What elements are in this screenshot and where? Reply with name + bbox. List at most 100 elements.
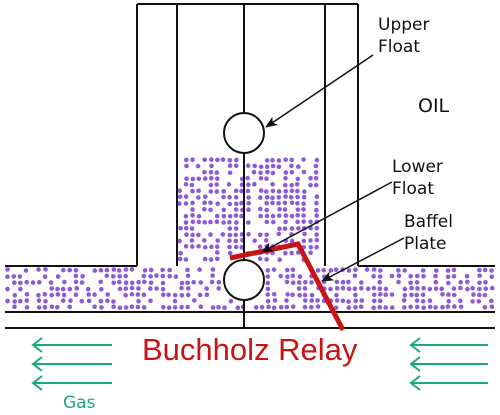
- gas-bubble: [420, 299, 426, 304]
- gas-bubble: [489, 268, 494, 273]
- gas-bubble: [383, 286, 389, 292]
- gas-bubble: [123, 292, 128, 298]
- gas-bubble: [359, 286, 364, 291]
- gas-bubble: [378, 268, 383, 273]
- gas-bubble: [346, 279, 351, 285]
- gas-bubble: [270, 188, 276, 194]
- gas-bubble: [314, 194, 320, 199]
- gas-bubble: [48, 280, 54, 285]
- gas-bubble: [190, 219, 196, 225]
- gas-bubble: [284, 279, 290, 285]
- gas-bubble: [252, 181, 257, 187]
- gas-bubble: [278, 304, 284, 310]
- gas-bubble: [314, 232, 320, 237]
- baffle-plate-label-line1: Baffel: [404, 212, 453, 232]
- gas-bubble: [264, 201, 270, 206]
- gas-bubble: [208, 189, 214, 194]
- gas-bubble: [295, 176, 301, 182]
- lower-float: [223, 259, 265, 301]
- gas-bubble: [184, 163, 189, 169]
- gas-bubble: [179, 304, 184, 310]
- gas-bubble: [272, 298, 278, 303]
- gas-bubble: [346, 299, 351, 304]
- gas-bubble: [314, 237, 320, 243]
- gas-bubble: [233, 244, 239, 250]
- gas-bubble: [289, 188, 295, 194]
- gas-bubble: [196, 232, 201, 238]
- gas-bubble: [192, 298, 197, 303]
- upper-float-label-line2: Float: [378, 37, 420, 57]
- gas-bubble: [440, 304, 445, 310]
- gas-bubble: [98, 298, 104, 304]
- gas-bubble: [202, 238, 207, 243]
- gas-bubble: [234, 157, 239, 163]
- gas-bubble: [215, 157, 220, 163]
- gas-bubble: [117, 286, 123, 292]
- gas-bubble: [277, 226, 282, 232]
- gas-bubble: [264, 158, 270, 163]
- gas-bubble: [208, 182, 214, 188]
- gas-bubble: [233, 188, 239, 193]
- gas-bubble: [301, 201, 306, 206]
- gas-bubble: [470, 299, 475, 304]
- gas-bubble: [216, 279, 222, 285]
- gas-bubble: [227, 232, 233, 238]
- gas-bubble: [161, 305, 166, 310]
- gas-bubble: [42, 305, 48, 310]
- gas-bubble: [203, 176, 208, 181]
- gas-bubble: [353, 305, 358, 310]
- gas-bubble: [415, 273, 420, 279]
- gas-bubble: [190, 200, 195, 206]
- gas-bubble: [289, 157, 295, 163]
- gas-bubble: [308, 238, 313, 243]
- gas-bubble: [451, 267, 457, 273]
- gas-bubble: [5, 267, 10, 272]
- gas-bubble: [258, 170, 263, 176]
- gas-bubble: [36, 305, 42, 310]
- gas-bubble: [227, 201, 233, 207]
- gas-bubble: [60, 298, 66, 303]
- gas-bubble: [303, 298, 308, 303]
- gas-bubble: [328, 286, 333, 292]
- gas-bubble: [36, 267, 41, 272]
- gas-bubble: [421, 305, 427, 311]
- gas-bubble: [439, 286, 445, 292]
- gas-bubble: [246, 195, 251, 200]
- gas-bubble: [302, 292, 308, 298]
- baffle-plate: [229, 241, 346, 332]
- left-arrow-icon: [31, 375, 43, 391]
- gas-bubble: [477, 286, 482, 292]
- gas-bubble: [414, 298, 420, 303]
- gas-bubble: [276, 231, 282, 237]
- gas-bubble: [470, 285, 475, 291]
- gas-bubble: [433, 286, 439, 292]
- gas-bubble: [433, 305, 438, 310]
- gas-bubble: [245, 188, 251, 194]
- gas-bubble: [183, 182, 189, 187]
- gas-bubble: [178, 226, 183, 231]
- baffle-plate-pointer: [321, 237, 405, 282]
- gas-bubble: [198, 280, 204, 285]
- gas-bubble: [446, 280, 451, 286]
- gas-bubble: [489, 285, 495, 291]
- gas-bubble: [210, 305, 216, 310]
- gas-bubble: [209, 244, 214, 250]
- upper-float-pointer: [265, 54, 374, 128]
- gas-bubble: [483, 286, 489, 292]
- gas-bubble: [314, 207, 319, 213]
- gas-bubble: [258, 176, 264, 181]
- gas-bubble: [234, 201, 239, 207]
- gas-bubble: [111, 274, 116, 279]
- gas-bubble: [482, 292, 488, 298]
- gas-bubble: [73, 273, 79, 279]
- gas-bubble: [123, 280, 129, 286]
- gas-bubble: [18, 298, 23, 304]
- gas-bubble: [396, 273, 402, 279]
- gas-bubble: [210, 273, 215, 278]
- gas-bubble: [216, 286, 221, 291]
- gas-bubble: [111, 304, 116, 310]
- gas-bubble: [313, 175, 319, 181]
- gas-bubble: [190, 176, 196, 182]
- gas-bubble: [208, 232, 213, 237]
- gas-bubble: [477, 273, 482, 279]
